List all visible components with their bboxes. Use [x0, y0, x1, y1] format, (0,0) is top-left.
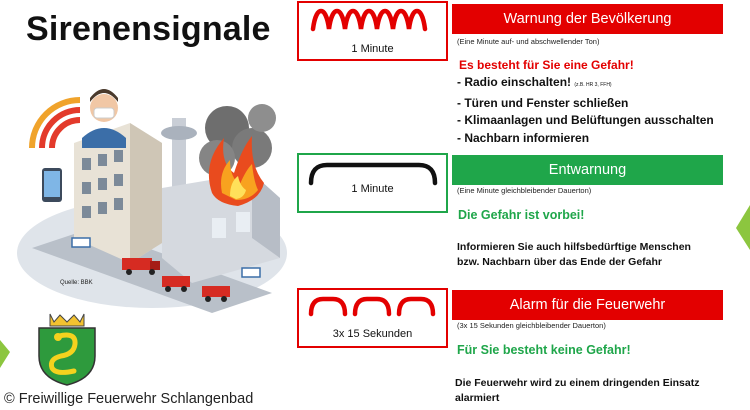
radio-stations-note: (z.B. HR 3, FFH) [574, 82, 612, 88]
warning-step: - Radio einschalten! (z.B. HR 3, FFH) [457, 75, 612, 89]
fire-alarm-header: Alarm für die Feuerwehr [452, 290, 723, 320]
municipal-crest-logo [38, 313, 96, 386]
copyright-text: © Freiwillige Feuerwehr Schlangenbad [4, 391, 254, 407]
warning-steps-list: - Radio einschalten! (z.B. HR 3, FFH) - … [457, 74, 714, 147]
all-clear-signal-duration: 1 Minute [351, 183, 394, 195]
all-clear-header: Entwarnung [452, 155, 723, 185]
steady-tone-icon [308, 162, 438, 186]
warning-step: - Nachbarn informieren [457, 130, 590, 145]
warning-subtitle: (Eine Minute auf- und abschwellender Ton… [457, 37, 600, 46]
warning-signal-box: 1 Minute [297, 1, 448, 61]
warning-signal-duration: 1 Minute [351, 43, 394, 55]
rising-falling-wave-icon [310, 8, 428, 32]
three-steady-tones-icon [308, 296, 436, 317]
image-source: Quelle: BBK [60, 280, 93, 286]
emergency-scene-illustration [17, 89, 287, 313]
all-clear-alert: Die Gefahr ist vorbei! [458, 208, 585, 222]
fire-alarm-alert: Für Sie besteht keine Gefahr! [457, 343, 631, 357]
all-clear-signal-box: 1 Minute [297, 153, 448, 213]
fire-alarm-text: Die Feuerwehr wird zu einem dringenden E… [455, 377, 700, 404]
page-title: Sirenensignale [26, 10, 271, 48]
warning-step: - Türen und Fenster schließen [457, 95, 629, 110]
all-clear-text: Informieren Sie auch hilfsbedürftige Men… [457, 241, 691, 268]
fire-alarm-signal-box: 3x 15 Sekunden [297, 288, 448, 348]
all-clear-subtitle: (Eine Minute gleichbleibender Dauerton) [457, 186, 592, 195]
warning-header: Warnung der Bevölkerung [452, 4, 723, 34]
fire-alarm-subtitle: (3x 15 Sekunden gleichbleibender Dauerto… [457, 321, 606, 330]
warning-alert: Es besteht für Sie eine Gefahr! [459, 58, 634, 72]
fire-alarm-signal-duration: 3x 15 Sekunden [332, 328, 413, 340]
warning-step: - Klimaanlagen und Belüftungen ausschalt… [457, 113, 714, 127]
